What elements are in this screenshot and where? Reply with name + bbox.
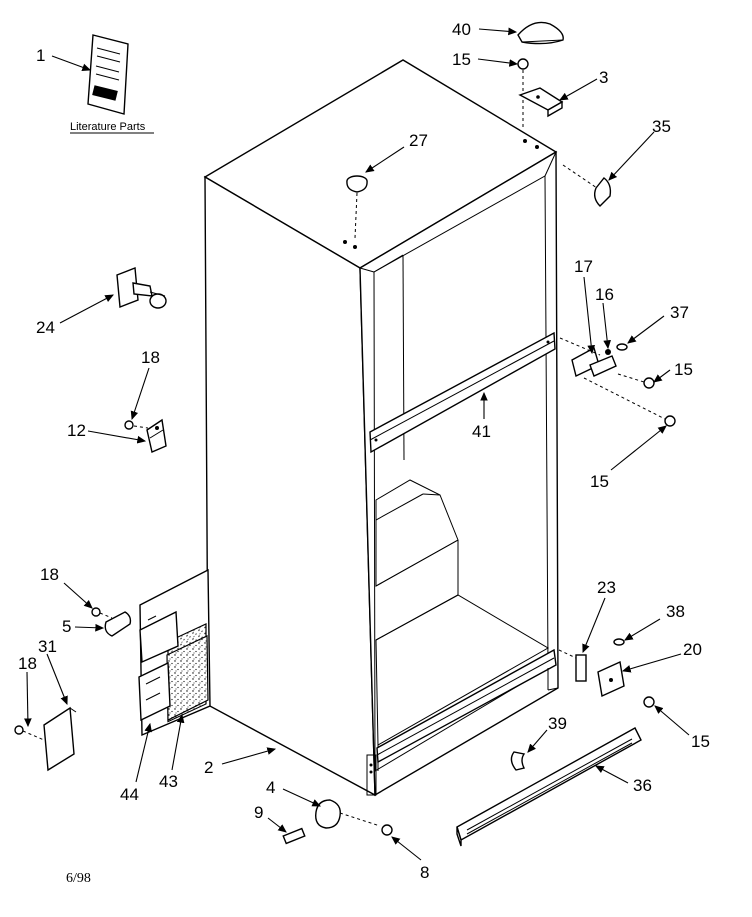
callout-12: 12 — [67, 421, 86, 440]
callout-15: 15 — [452, 50, 471, 69]
callout-15: 15 — [590, 472, 609, 491]
clip-icon — [510, 751, 526, 771]
callout-9: 9 — [254, 803, 263, 822]
hinge-bracket-icon — [138, 661, 171, 722]
callout-1: 1 — [36, 46, 45, 65]
callout-44: 44 — [120, 785, 139, 804]
bottom-hinge-bracket-icon — [558, 649, 587, 682]
leveling-leg-icon — [315, 799, 381, 829]
callout-27: 27 — [409, 131, 428, 150]
callout-40: 40 — [452, 20, 471, 39]
callout-37: 37 — [670, 303, 689, 322]
cabinet — [203, 59, 559, 797]
screw-icon — [617, 373, 655, 389]
callout-8: 8 — [420, 863, 429, 882]
callout-38: 38 — [666, 602, 685, 621]
literature-caption: Literature Parts — [70, 121, 146, 133]
hinge-cover-icon — [43, 706, 77, 772]
bottom-hinge-icon — [597, 660, 625, 698]
callout-4: 4 — [266, 778, 275, 797]
screw-icon — [91, 607, 113, 619]
callout-24: 24 — [36, 318, 55, 337]
top-plug-icon — [346, 175, 368, 239]
callout-23: 23 — [597, 578, 616, 597]
roller-pin-icon — [282, 827, 306, 845]
callout-15: 15 — [691, 732, 710, 751]
callout-35: 35 — [652, 117, 671, 136]
callout-20: 20 — [683, 640, 702, 659]
screw-icon — [583, 377, 676, 427]
upper-side-bracket-icon — [139, 610, 179, 664]
callout-3: 3 — [599, 68, 608, 87]
washer-icon — [613, 638, 625, 646]
callout-39: 39 — [548, 714, 567, 733]
leader-lines — [24, 27, 690, 861]
hinge-pin-icon — [104, 611, 132, 637]
hinge-cover-icon — [593, 177, 612, 207]
date-code: 6/98 — [66, 871, 91, 886]
screw-icon — [14, 725, 45, 741]
top-cap-icon — [517, 21, 564, 45]
bracket-icon — [116, 267, 167, 309]
callout-31: 31 — [38, 637, 57, 656]
callout-18: 18 — [18, 654, 37, 673]
callout-15: 15 — [674, 360, 693, 379]
top-hinge-bracket-icon — [518, 87, 564, 118]
screw-icon — [381, 824, 393, 836]
washer-icon — [616, 343, 628, 351]
screw-icon — [643, 696, 655, 708]
callout-41: 41 — [472, 422, 491, 441]
callout-16: 16 — [595, 285, 614, 304]
callout-36: 36 — [633, 776, 652, 795]
callout-5: 5 — [62, 617, 71, 636]
door-stop-bracket-icon — [146, 418, 167, 453]
toe-grille-icon — [456, 727, 642, 847]
callout-18: 18 — [40, 565, 59, 584]
callout-labels: 1 40 15 3 35 27 24 18 12 17 16 37 15 41 … — [18, 20, 710, 882]
callout-18: 18 — [141, 348, 160, 367]
callout-17: 17 — [574, 257, 593, 276]
literature-booklet-icon — [87, 34, 129, 115]
screw-icon — [124, 420, 149, 430]
callout-2: 2 — [204, 758, 213, 777]
callout-43: 43 — [159, 772, 178, 791]
